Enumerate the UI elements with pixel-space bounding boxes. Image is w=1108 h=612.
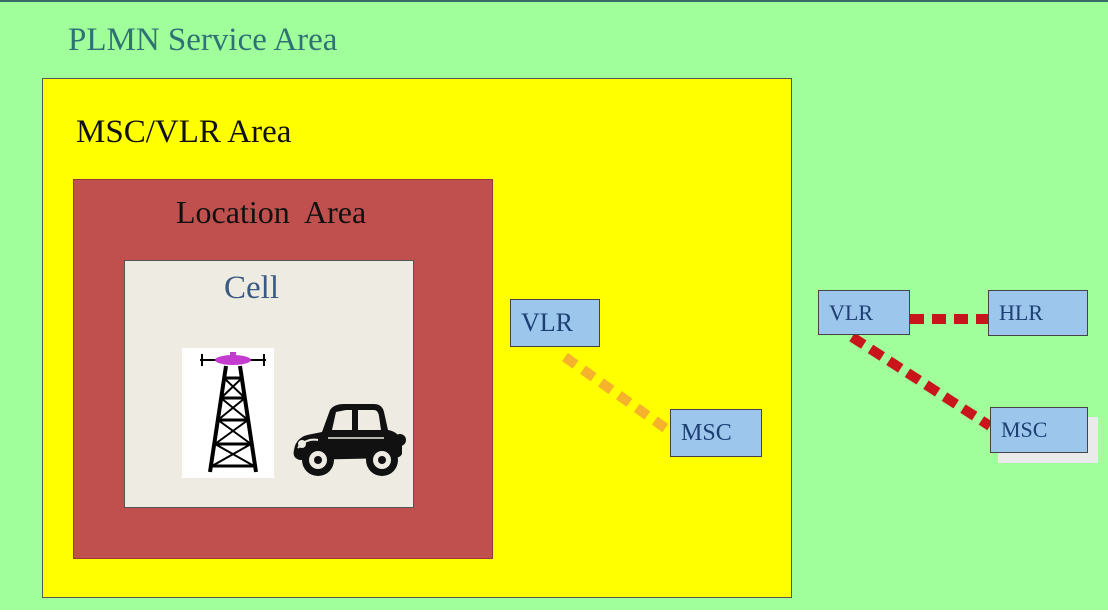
link-vlr-msc-remote bbox=[849, 332, 993, 431]
msc-node-local[interactable]: MSC bbox=[670, 409, 762, 457]
cell-title: Cell bbox=[224, 270, 279, 306]
location-area-title: Location Area bbox=[176, 194, 367, 230]
vlr-node-remote[interactable]: VLR bbox=[818, 290, 910, 335]
hlr-node[interactable]: HLR bbox=[988, 290, 1088, 336]
vlr-node-local[interactable]: VLR bbox=[510, 299, 600, 347]
msc-vlr-title: MSC/VLR Area bbox=[76, 114, 292, 150]
msc-node-remote[interactable]: MSC bbox=[990, 407, 1088, 453]
radio-tower-icon bbox=[182, 348, 274, 478]
plmn-title: PLMN Service Area bbox=[68, 22, 338, 58]
vintage-car-icon bbox=[288, 400, 406, 480]
